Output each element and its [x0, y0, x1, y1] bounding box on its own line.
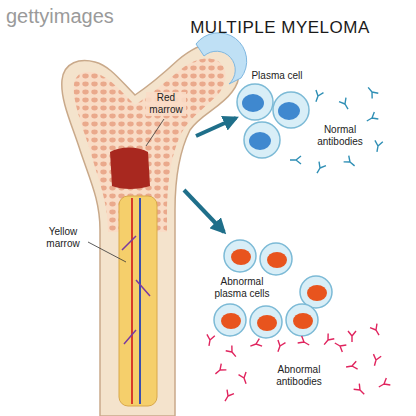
femur [62, 44, 239, 416]
abnormal-plasma-cell [224, 240, 256, 272]
antibody [321, 334, 334, 348]
plasma-cell [273, 92, 309, 128]
antibody [333, 340, 347, 352]
part-label: Yellow marrow [40, 226, 86, 250]
vein [139, 198, 141, 404]
leader-line [88, 242, 126, 262]
antibody [222, 390, 234, 404]
antibody [345, 361, 357, 371]
abnormal-plasma-cell [286, 304, 318, 336]
artery [131, 198, 133, 404]
plasma-cell [237, 84, 273, 120]
red-marrow [110, 148, 150, 190]
antibody [371, 354, 382, 367]
antibody [365, 85, 378, 99]
antibody [312, 90, 323, 103]
antibody [314, 162, 326, 176]
antibody [239, 372, 250, 385]
part-label: Red marrow [146, 92, 186, 116]
vessel-branch [122, 236, 150, 344]
plasma-cell [244, 122, 280, 158]
antibody [290, 156, 301, 164]
antibody [205, 334, 215, 346]
part-label: Normal antibodies [312, 124, 368, 148]
part-label: Abnormal plasma cells [210, 276, 274, 300]
antibody [373, 140, 383, 152]
antibody [370, 324, 382, 338]
antibody [274, 340, 285, 353]
part-label: Abnormal antibodies [270, 364, 328, 388]
part-label: Plasma cell [232, 70, 322, 82]
abnormal-plasma-cell [300, 276, 332, 308]
antibody [226, 346, 239, 360]
yellow-marrow [119, 196, 157, 406]
antibody [354, 384, 367, 397]
leader-line [146, 119, 164, 146]
antibody [377, 378, 391, 390]
abnormal-plasma-cell [214, 304, 246, 336]
abnormal-plasma-cell [260, 243, 292, 275]
antibody [249, 339, 262, 350]
arrow [184, 190, 224, 232]
antibody [339, 98, 351, 112]
antibody [213, 364, 227, 377]
antibody [298, 336, 312, 348]
title: MULTIPLE MYELOMA [160, 18, 400, 38]
antibody [365, 112, 379, 124]
arrow [196, 118, 236, 136]
abnormal-plasma-cell [250, 306, 282, 338]
antibody [348, 331, 356, 342]
watermark: gettyimages [6, 4, 146, 28]
antibody [344, 156, 358, 169]
